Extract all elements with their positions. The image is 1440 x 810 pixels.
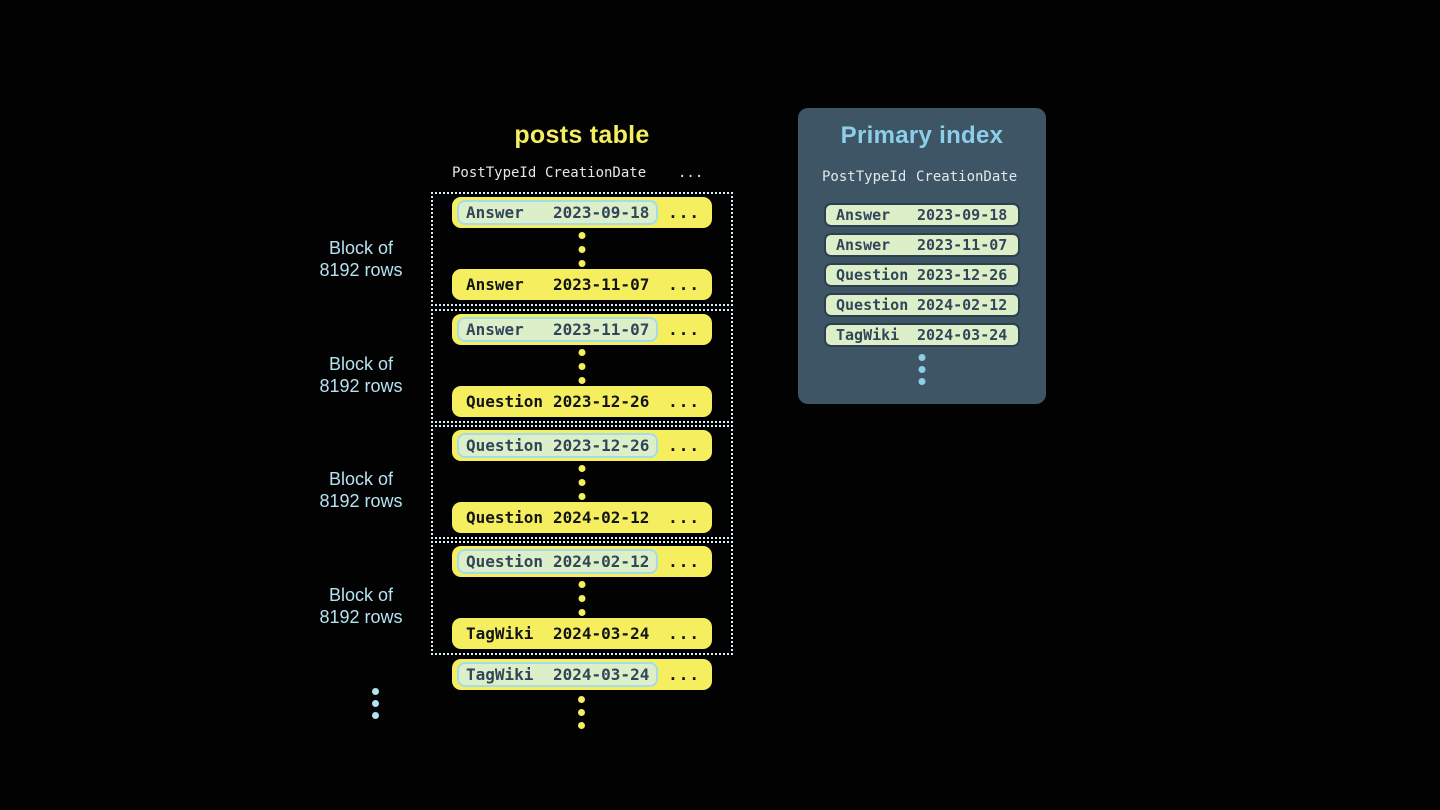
block-label-line1: Block of xyxy=(328,354,394,374)
row-posttypeid: Question xyxy=(466,392,544,411)
vertical-ellipsis-dots xyxy=(578,581,586,616)
index-entry: Question 2023-12-26 xyxy=(824,263,1020,287)
block-label-3: Block of 8192 rows xyxy=(300,468,422,512)
block-label-line2: 8192 rows xyxy=(319,607,403,627)
row-ellipsis: ... xyxy=(668,624,700,643)
vertical-ellipsis-dots xyxy=(578,465,586,500)
column-header-creationdate: CreationDate xyxy=(916,169,1018,185)
row-posttypeid: TagWiki xyxy=(466,665,534,684)
indexed-row-highlight: Question 2023-12-26 xyxy=(457,433,659,458)
row-creationdate: 2024-03-24 xyxy=(553,665,650,684)
row-values: Question 2024-02-12 xyxy=(457,505,658,530)
row-posttypeid: TagWiki xyxy=(466,624,534,643)
block-label-4: Block of 8192 rows xyxy=(300,584,422,628)
row-creationdate: 2023-09-18 xyxy=(553,203,650,222)
table-row: Question 2023-12-26 ... xyxy=(452,430,712,461)
entry-creationdate: 2024-02-12 xyxy=(917,296,1008,314)
row-posttypeid: Answer xyxy=(466,320,524,339)
row-block-4: Question 2024-02-12 ... TagWiki 2024-03-… xyxy=(431,541,733,655)
entry-creationdate: 2023-12-26 xyxy=(917,266,1008,284)
index-entry: TagWiki 2024-03-24 xyxy=(824,323,1020,347)
block-label-line1: Block of xyxy=(328,469,394,489)
entry-creationdate: 2024-03-24 xyxy=(917,326,1008,344)
index-entry: Answer 2023-09-18 xyxy=(824,203,1020,227)
table-row-next-block: TagWiki 2024-03-24 ... xyxy=(452,659,712,690)
indexed-row-highlight: Answer 2023-09-18 xyxy=(457,200,659,225)
entry-posttypeid: TagWiki xyxy=(836,326,900,344)
block-label-line2: 8192 rows xyxy=(319,376,403,396)
table-continues-dots xyxy=(578,696,585,729)
row-ellipsis: ... xyxy=(668,436,700,455)
row-creationdate: 2024-02-12 xyxy=(553,508,650,527)
entry-posttypeid: Answer xyxy=(836,236,891,254)
row-values: TagWiki 2024-03-24 xyxy=(457,621,658,646)
row-creationdate: 2023-12-26 xyxy=(553,436,650,455)
block-label-1: Block of 8192 rows xyxy=(300,237,422,281)
entry-creationdate: 2023-09-18 xyxy=(917,206,1008,224)
row-values: Answer 2023-11-07 xyxy=(457,272,658,297)
table-row: Question 2024-02-12 ... xyxy=(452,502,712,533)
blocks-continue-dots xyxy=(372,688,379,719)
entry-creationdate: 2023-11-07 xyxy=(917,236,1008,254)
table-row: TagWiki 2024-03-24 ... xyxy=(452,618,712,649)
row-ellipsis: ... xyxy=(668,275,700,294)
block-label-line2: 8192 rows xyxy=(319,260,403,280)
primary-index-panel: Primary index PostTypeId CreationDate An… xyxy=(798,108,1046,404)
table-row: Question 2023-12-26 ... xyxy=(452,386,712,417)
index-entry: Answer 2023-11-07 xyxy=(824,233,1020,257)
row-values: Question 2023-12-26 xyxy=(457,389,658,414)
indexed-row-highlight: TagWiki 2024-03-24 xyxy=(457,662,659,687)
row-ellipsis: ... xyxy=(668,392,700,411)
primary-index-title: Primary index xyxy=(840,122,1004,149)
block-label-line1: Block of xyxy=(328,585,394,605)
table-row: Answer 2023-11-07 ... xyxy=(452,269,712,300)
index-entry: Question 2024-02-12 xyxy=(824,293,1020,317)
row-block-1: Answer 2023-09-18 ... Answer 2023-11-07 … xyxy=(431,192,733,306)
index-continues-dots xyxy=(918,354,926,385)
row-ellipsis: ... xyxy=(668,203,700,222)
row-ellipsis: ... xyxy=(668,552,700,571)
posts-table-column-headers: PostTypeId CreationDate ... xyxy=(431,165,733,183)
row-ellipsis: ... xyxy=(668,508,700,527)
indexed-row-highlight: Answer 2023-11-07 xyxy=(457,317,659,342)
column-header-posttypeid: PostTypeId xyxy=(822,169,907,185)
row-creationdate: 2024-02-12 xyxy=(553,552,650,571)
row-ellipsis: ... xyxy=(668,320,700,339)
posts-table-title: posts table xyxy=(514,121,650,149)
row-block-3: Question 2023-12-26 ... Question 2024-02… xyxy=(431,425,733,539)
table-row: Answer 2023-11-07 ... xyxy=(452,314,712,345)
row-creationdate: 2023-11-07 xyxy=(553,320,650,339)
block-label-line1: Block of xyxy=(328,238,394,258)
vertical-ellipsis-dots xyxy=(578,349,586,384)
row-block-2: Answer 2023-11-07 ... Question 2023-12-2… xyxy=(431,309,733,423)
indexed-row-highlight: Question 2024-02-12 xyxy=(457,549,659,574)
column-header-posttypeid: PostTypeId xyxy=(452,165,537,181)
row-creationdate: 2023-12-26 xyxy=(553,392,650,411)
row-ellipsis: ... xyxy=(668,665,700,684)
row-posttypeid: Question xyxy=(466,436,544,455)
row-creationdate: 2023-11-07 xyxy=(553,275,650,294)
row-posttypeid: Question xyxy=(466,508,544,527)
row-creationdate: 2024-03-24 xyxy=(553,624,650,643)
column-header-creationdate: CreationDate xyxy=(545,165,647,181)
table-row: Question 2024-02-12 ... xyxy=(452,546,712,577)
row-posttypeid: Answer xyxy=(466,275,524,294)
block-label-line2: 8192 rows xyxy=(319,491,403,511)
entry-posttypeid: Answer xyxy=(836,206,891,224)
table-row: Answer 2023-09-18 ... xyxy=(452,197,712,228)
vertical-ellipsis-dots xyxy=(578,232,586,267)
row-posttypeid: Question xyxy=(466,552,544,571)
row-posttypeid: Answer xyxy=(466,203,524,222)
block-label-2: Block of 8192 rows xyxy=(300,353,422,397)
entry-posttypeid: Question xyxy=(836,296,909,314)
entry-posttypeid: Question xyxy=(836,266,909,284)
column-header-ellipsis: ... xyxy=(678,165,704,181)
